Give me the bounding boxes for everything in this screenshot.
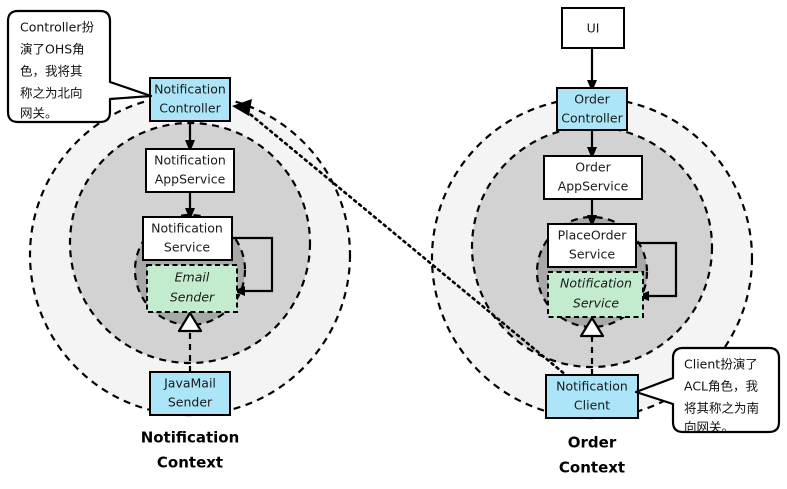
notification-service-box[interactable] bbox=[142, 216, 233, 261]
cross-context-dependency bbox=[232, 99, 580, 387]
impl-triangle-emailsender bbox=[177, 311, 203, 333]
acl-callout-line-3: 将其称之为南 bbox=[684, 401, 759, 416]
javamail-sender-box[interactable] bbox=[149, 371, 231, 416]
order-controller-label-1: Order bbox=[574, 92, 610, 107]
notification-service-port-box[interactable] bbox=[547, 271, 644, 318]
placeorder-service-box[interactable] bbox=[547, 223, 637, 268]
arrowhead-ui-ordercontroller bbox=[587, 80, 597, 92]
client-to-controller-line bbox=[243, 108, 580, 387]
ui-box[interactable] bbox=[561, 7, 625, 49]
notification-context-label-1: Notification bbox=[141, 429, 240, 447]
notification-connectors bbox=[177, 121, 274, 372]
ohs-callout-line-3: 色，我将其 bbox=[20, 64, 83, 79]
notification-service-port-label-1: Notification bbox=[560, 276, 632, 291]
ohs-callout: Controller扮 演了OHS角 色，我将其 称之为北向 网关。 bbox=[6, 9, 153, 124]
ui-node[interactable]: UI bbox=[561, 7, 625, 49]
impl-triangle-notificationservice bbox=[579, 316, 605, 338]
notification-controller-box[interactable] bbox=[149, 77, 231, 122]
notification-context-label-2: Context bbox=[157, 454, 223, 472]
arrowhead-ordercontroller-appservice bbox=[587, 147, 597, 159]
ohs-callout-line-5: 网关。 bbox=[20, 106, 58, 121]
javamail-sender-label-1: JavaMail bbox=[163, 376, 216, 391]
notification-service-port-label-2: Service bbox=[573, 296, 620, 311]
conn-service-to-emailsender bbox=[232, 236, 274, 293]
email-sender-box[interactable] bbox=[146, 264, 238, 313]
order-appservice-label-1: Order bbox=[575, 160, 611, 175]
order-appservice-label-2: AppService bbox=[558, 179, 629, 194]
order-context-caption: Order Context bbox=[559, 434, 625, 477]
ohs-callout-line-2: 演了OHS角 bbox=[20, 42, 85, 57]
notification-client-label-1: Notification bbox=[556, 379, 628, 394]
order-controller-label-2: Controller bbox=[561, 111, 623, 126]
order-context-label-1: Order bbox=[568, 434, 617, 452]
notification-appservice-label-2: AppService bbox=[155, 172, 226, 187]
notification-controller-label-2: Controller bbox=[159, 101, 221, 116]
acl-callout: Client扮演了 ACL角色，我 将其称之为南 向网关。 bbox=[634, 346, 781, 435]
arrowhead-appservice-service bbox=[185, 208, 195, 220]
acl-callout-line-1: Client扮演了 bbox=[684, 357, 758, 372]
notification-controller-label-1: Notification bbox=[154, 82, 226, 97]
ui-label: UI bbox=[587, 21, 600, 36]
notification-controller[interactable]: Notification Controller bbox=[149, 77, 231, 122]
ohs-callout-line-4: 称之为北向 bbox=[20, 86, 83, 101]
notification-client-box[interactable] bbox=[545, 374, 639, 419]
acl-callout-bubble bbox=[634, 346, 781, 434]
placeorder-service[interactable]: PlaceOrder Service bbox=[547, 223, 637, 268]
notification-service-label-2: Service bbox=[164, 240, 211, 255]
ohs-callout-line-1: Controller扮 bbox=[20, 20, 94, 35]
order-context-label-2: Context bbox=[559, 459, 625, 477]
placeorder-service-label-2: Service bbox=[569, 247, 616, 262]
acl-callout-line-2: ACL角色，我 bbox=[684, 379, 759, 394]
notification-service-label-1: Notification bbox=[151, 221, 223, 236]
ohs-callout-bubble bbox=[6, 9, 153, 124]
notification-appservice[interactable]: Notification AppService bbox=[145, 148, 235, 193]
notification-service[interactable]: Notification Service bbox=[142, 216, 233, 261]
arrowhead-controller-appservice bbox=[185, 140, 195, 152]
order-appservice[interactable]: Order AppService bbox=[543, 155, 643, 200]
notification-appservice-box[interactable] bbox=[145, 148, 235, 193]
notification-service-port[interactable]: Notification Service bbox=[547, 271, 644, 318]
notification-appservice-label-1: Notification bbox=[154, 153, 226, 168]
order-appservice-box[interactable] bbox=[543, 155, 643, 200]
email-sender-label-1: Email bbox=[175, 270, 210, 285]
javamail-sender[interactable]: JavaMail Sender bbox=[149, 371, 231, 416]
notification-context-caption: Notification Context bbox=[141, 429, 240, 472]
conn-placeorder-to-notificationservice bbox=[636, 241, 678, 298]
email-sender[interactable]: Email Sender bbox=[146, 264, 238, 313]
email-sender-label-2: Sender bbox=[170, 290, 215, 305]
notification-client[interactable]: Notification Client bbox=[545, 374, 639, 419]
order-controller-box[interactable] bbox=[556, 87, 628, 131]
arrowhead-service-emailsender bbox=[233, 286, 245, 296]
client-to-controller-arrowhead bbox=[232, 99, 252, 116]
javamail-sender-label-2: Sender bbox=[168, 395, 213, 410]
placeorder-service-label-1: PlaceOrder bbox=[558, 228, 628, 243]
order-controller[interactable]: Order Controller bbox=[556, 87, 628, 131]
acl-callout-line-4: 向网关。 bbox=[684, 420, 734, 435]
arrowhead-orderappservice-placeorder bbox=[587, 215, 597, 227]
order-connectors bbox=[579, 48, 678, 375]
notification-client-label-2: Client bbox=[574, 398, 610, 413]
